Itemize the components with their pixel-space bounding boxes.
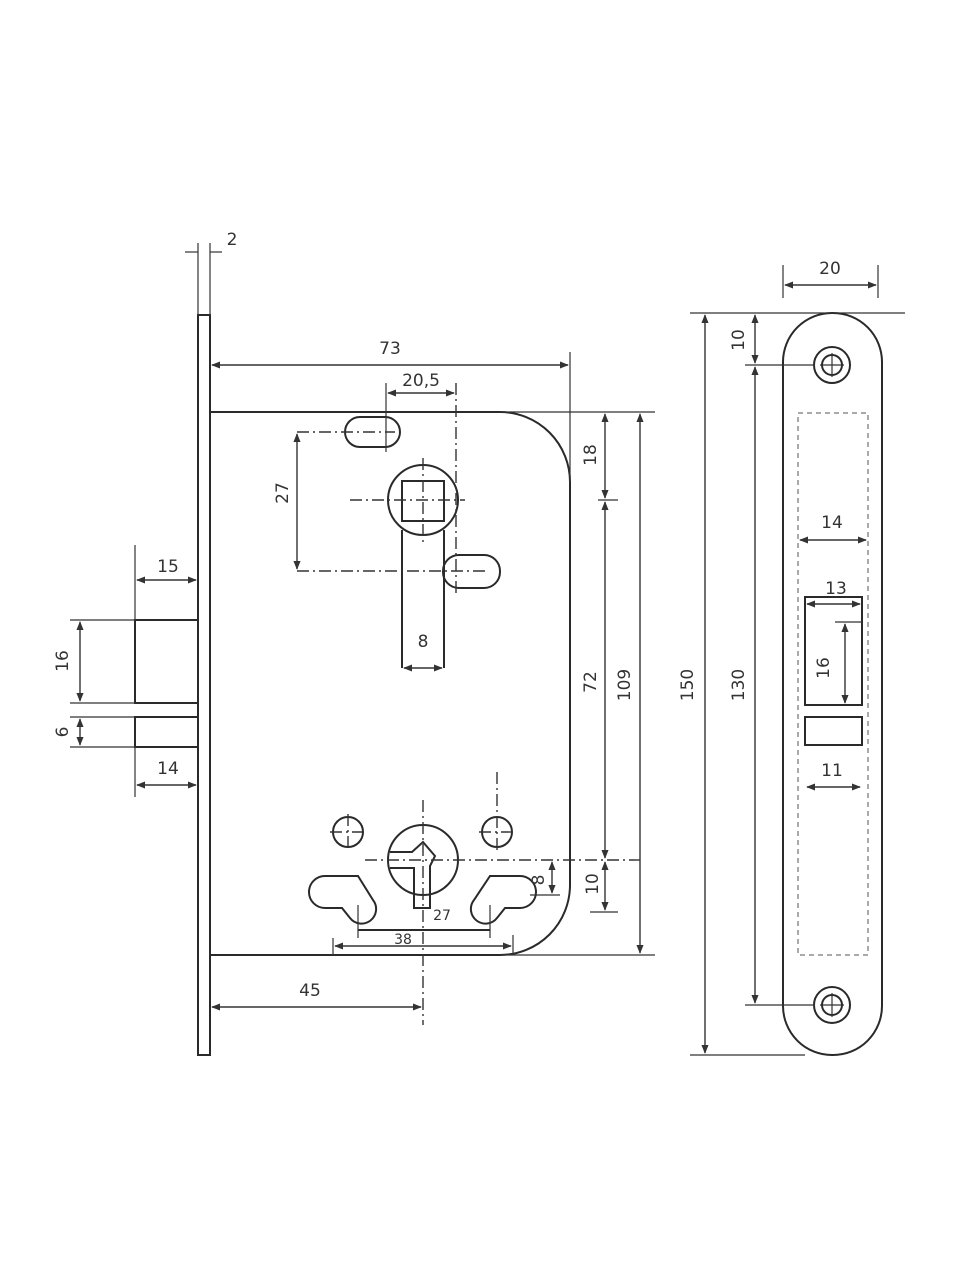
dim-lower-opening-width: 11 (821, 761, 843, 781)
dim-faceplate-thickness: 2 (227, 230, 238, 250)
dim-deadbolt-projection: 14 (157, 759, 179, 779)
dim-latch-projection: 15 (157, 557, 179, 577)
dim-latch-opening-width: 13 (825, 579, 847, 599)
dim-strike-height: 150 (678, 669, 698, 701)
strike-plate-view (782, 312, 883, 1056)
strike-dimensions: 20 150 130 10 14 13 16 11 (678, 259, 905, 1056)
cam-right (469, 875, 537, 925)
dim-cylinder-to-bottom: 10 (583, 873, 603, 895)
keyhole (390, 840, 437, 909)
screw-hole-bottom (813, 986, 851, 1024)
dim-inner-width: 14 (821, 513, 843, 533)
dim-spindle-offset: 20,5 (402, 371, 440, 391)
deadbolt-opening (804, 716, 863, 746)
cam-left (308, 875, 378, 925)
dim-gap: 6 (53, 727, 73, 738)
mortise-lock-view (134, 243, 655, 1056)
dim-hole-spacing: 130 (729, 669, 749, 701)
dim-cam-offset: 8 (529, 875, 549, 886)
dim-width: 73 (379, 339, 401, 359)
dim-hole-from-top: 10 (729, 329, 749, 351)
dim-slot-spacing: 27 (273, 482, 293, 504)
dim-backset: 45 (299, 981, 321, 1001)
strike-pocket-outline (797, 412, 869, 956)
screw-hole-top (813, 346, 851, 384)
faceplate (197, 314, 211, 1056)
dim-spindle-to-cylinder: 72 (581, 671, 601, 693)
latch-bolt (134, 619, 199, 704)
dim-channel-width: 8 (418, 632, 429, 652)
dead-bolt (134, 716, 199, 748)
dim-body-height: 109 (615, 669, 635, 701)
dim-strike-width: 20 (819, 259, 841, 279)
lock-case (210, 411, 571, 956)
dim-cam-spacing: 27 (433, 908, 451, 924)
latch-opening (804, 596, 863, 706)
dim-latch-opening-height: 16 (814, 657, 834, 679)
dim-top-to-spindle: 18 (581, 444, 601, 466)
dim-bottom-span: 38 (394, 932, 412, 948)
dim-latch-height: 16 (53, 650, 73, 672)
lock-dimensions: 2 73 20,5 27 15 16 6 14 8 18 72 10 109 (53, 230, 644, 1011)
